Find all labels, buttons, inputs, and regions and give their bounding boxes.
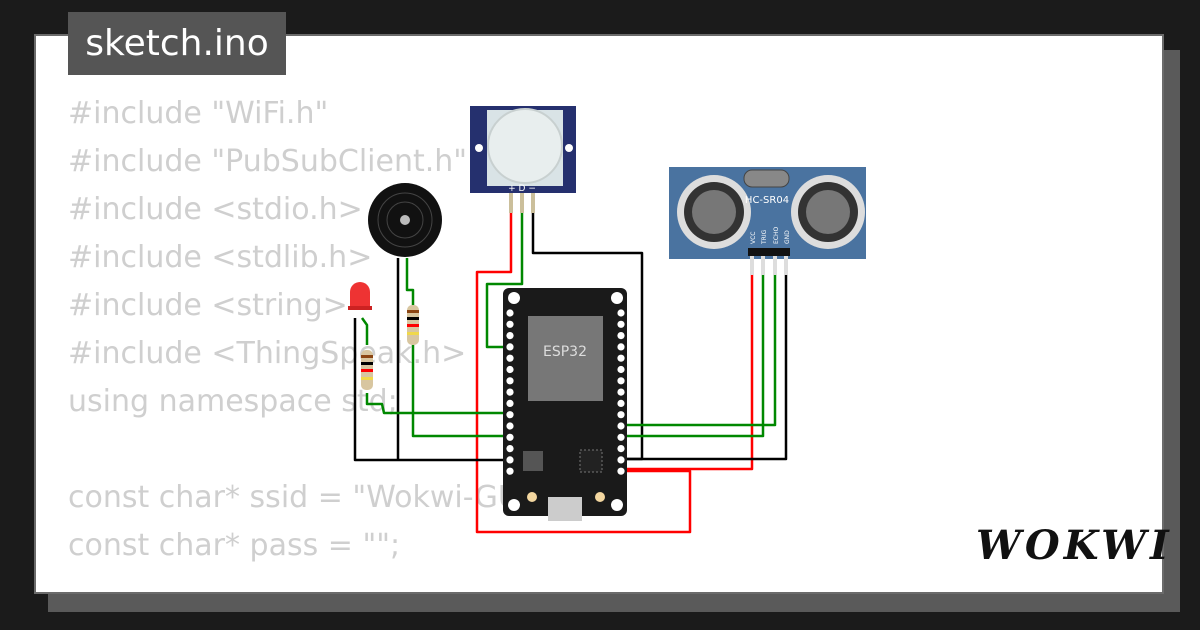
pin-label-echo: ECHO — [773, 227, 780, 244]
esp32-label: ESP32 — [543, 344, 587, 360]
esp32-pin[interactable] — [506, 388, 514, 396]
code-line: #include <string> — [68, 288, 348, 323]
esp32-pin[interactable] — [506, 377, 514, 385]
wire-green-led — [360, 317, 369, 345]
esp32-pin[interactable] — [617, 445, 625, 453]
esp32-board[interactable]: ESP32 — [503, 288, 627, 521]
code-line: #include <stdlib.h> — [68, 240, 373, 275]
esp32-pin[interactable] — [617, 411, 625, 419]
esp32-pin[interactable] — [617, 399, 625, 407]
wire-black-hc-gnd — [621, 275, 788, 461]
esp32-pin[interactable] — [617, 309, 625, 317]
wire-green-buzzer-res — [411, 345, 510, 438]
esp32-pin[interactable] — [506, 309, 514, 317]
pir-pin-labels: + D − — [508, 184, 536, 194]
code-line: #include "PubSubClient.h" — [68, 144, 468, 179]
esp32-pin[interactable] — [506, 354, 514, 362]
resistor-buzzer[interactable] — [407, 305, 419, 345]
code-line: using namespace std; — [68, 384, 398, 419]
esp32-pin[interactable] — [506, 399, 514, 407]
pin-label-trig: TRIG — [761, 229, 768, 245]
red-led[interactable] — [348, 282, 372, 310]
code-preview: #include "WiFi.h" #include "PubSubClient.… — [68, 90, 600, 570]
esp32-pin[interactable] — [617, 467, 625, 475]
esp32-pin[interactable] — [617, 422, 625, 430]
code-line: #include <ThingSpeak.h> — [68, 336, 467, 371]
esp32-pin[interactable] — [617, 332, 625, 340]
esp32-pin[interactable] — [617, 433, 625, 441]
wire-green-trig — [621, 275, 765, 438]
wire-green-pir-d — [485, 213, 524, 349]
esp32-pin[interactable] — [617, 456, 625, 464]
file-title: sketch.ino — [68, 12, 286, 75]
esp32-pin[interactable] — [506, 320, 514, 328]
esp32-pin[interactable] — [617, 365, 625, 374]
esp32-pin[interactable] — [617, 354, 625, 362]
esp32-pin[interactable] — [506, 422, 514, 430]
pir-sensor[interactable]: + D − — [470, 106, 576, 213]
wire-green-led-res — [365, 393, 510, 415]
wire-red-pir-vcc — [475, 213, 692, 534]
pin-label-gnd: GND — [784, 230, 791, 244]
esp32-pin[interactable] — [506, 332, 514, 340]
esp32-pin[interactable] — [506, 467, 514, 475]
wire-red-hc-vcc — [621, 275, 754, 471]
wire-green-echo — [621, 275, 777, 427]
esp32-pin[interactable] — [506, 445, 514, 453]
code-line: #include "WiFi.h" — [68, 96, 329, 131]
esp32-pin[interactable] — [506, 365, 514, 374]
wire-black-led — [353, 318, 510, 462]
esp32-pin[interactable] — [506, 456, 514, 464]
code-line: #include <stdio.h> — [68, 192, 363, 227]
wire-green-buzzer — [405, 258, 415, 305]
hc-sr04-label: HC-SR04 — [745, 195, 789, 206]
esp32-pin[interactable] — [617, 377, 625, 385]
wokwi-logo: WOKWI — [976, 522, 1173, 569]
esp32-pin[interactable] — [506, 343, 514, 351]
hc-sr04-sensor[interactable]: HC-SR04 VCC TRIG ECHO GND — [669, 167, 866, 275]
pin-label-vcc: VCC — [750, 232, 757, 244]
esp32-pin[interactable] — [506, 411, 514, 419]
resistor-led[interactable] — [361, 350, 373, 390]
esp32-pin[interactable] — [617, 388, 625, 396]
esp32-pin[interactable] — [506, 433, 514, 441]
esp32-pin[interactable] — [617, 320, 625, 328]
esp32-pin[interactable] — [617, 343, 625, 351]
code-line: const char* pass = ""; — [68, 528, 401, 563]
buzzer[interactable] — [368, 183, 442, 257]
